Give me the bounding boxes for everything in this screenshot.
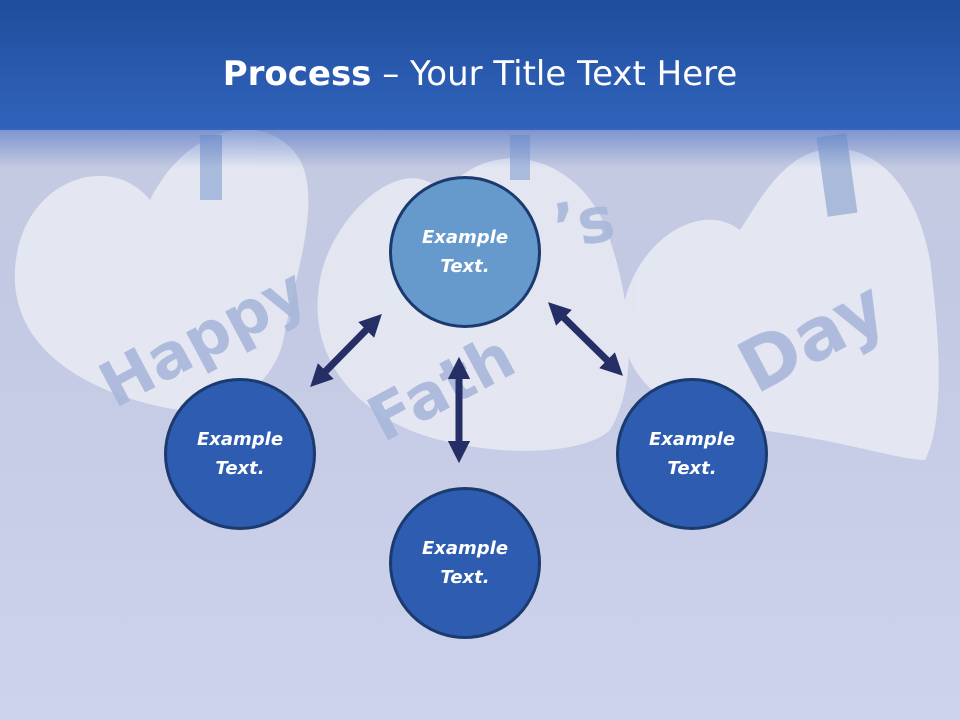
node-right[interactable]: Example Text. bbox=[616, 378, 768, 530]
header-fade bbox=[0, 128, 960, 168]
slide-title: Process – Your Title Text Here bbox=[0, 52, 960, 96]
header-bar bbox=[0, 0, 960, 130]
slide-title-rest: – Your Title Text Here bbox=[371, 54, 738, 94]
node-bottom-label: Example Text. bbox=[421, 538, 509, 588]
node-top[interactable]: Example Text. bbox=[389, 176, 541, 328]
node-top-label: Example Text. bbox=[421, 227, 509, 277]
heart-shape-left bbox=[14, 129, 309, 412]
heart-word-s: ’s bbox=[548, 181, 620, 263]
node-left[interactable]: Example Text. bbox=[164, 378, 316, 530]
arrow-top-left bbox=[310, 314, 382, 387]
slide-title-bold: Process bbox=[222, 54, 372, 94]
node-right-label: Example Text. bbox=[648, 429, 736, 479]
node-left-label: Example Text. bbox=[196, 429, 284, 479]
arrow-top-right bbox=[548, 302, 623, 376]
node-bottom[interactable]: Example Text. bbox=[389, 487, 541, 639]
